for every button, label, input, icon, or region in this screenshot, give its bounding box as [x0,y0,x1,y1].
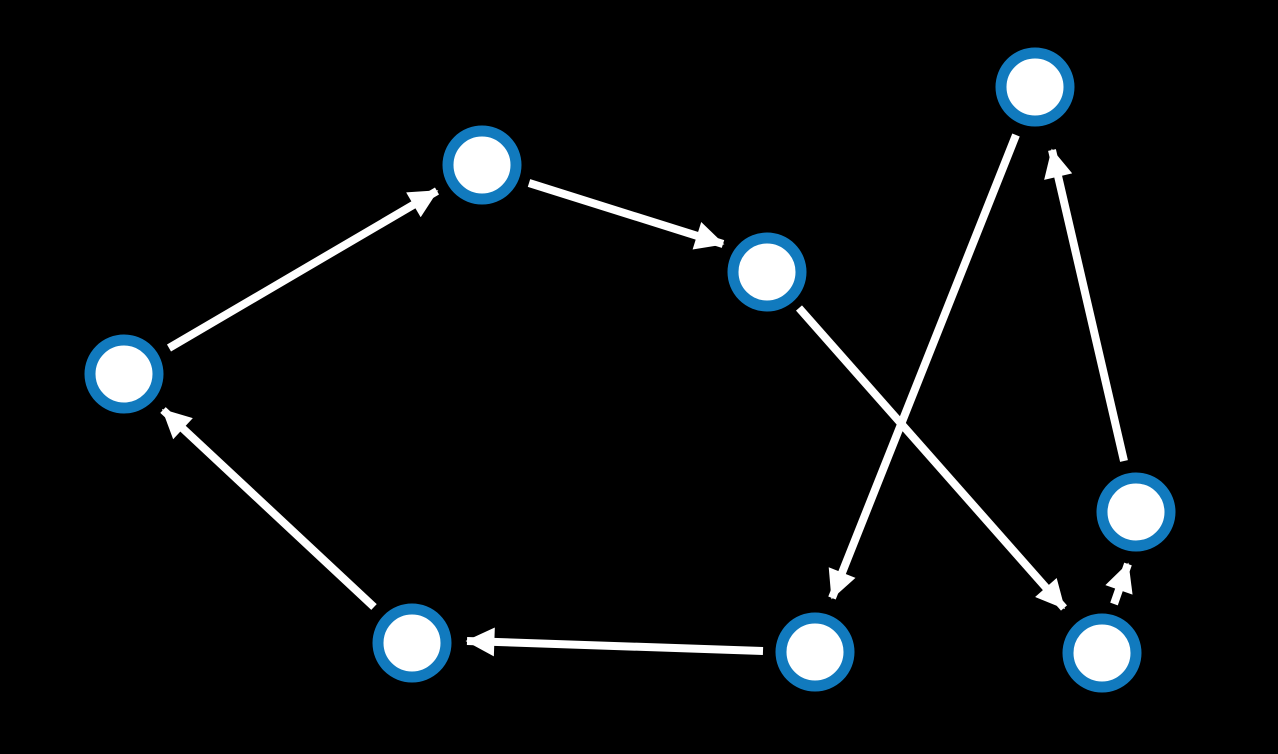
graph-edge-left-to-upper-left [166,187,440,352]
graph-edge-bottom-middle-to-bottom-left [465,627,764,657]
edges-layer [160,133,1133,657]
graph-edge-upper-middle-to-bottom-right [796,305,1067,611]
graph-edge-right-to-top-right [1044,148,1128,462]
graph-edge-top-right-to-bottom-middle [828,133,1020,600]
graph-node-upper-middle [727,232,807,312]
graph-edge-bottom-right-to-right [1105,562,1133,606]
graph-node-bottom-middle [775,612,855,692]
graph-node-top-right [995,47,1075,127]
nodes-layer [84,47,1176,693]
graph-node-right [1096,472,1176,552]
graph-node-bottom-right [1062,613,1142,693]
graph-node-bottom-left [372,603,452,683]
graph-node-upper-left [442,125,522,205]
graph-edge-upper-left-to-upper-middle [527,179,725,250]
graph-node-left [84,334,164,414]
graph-edge-bottom-left-to-left [160,407,377,610]
